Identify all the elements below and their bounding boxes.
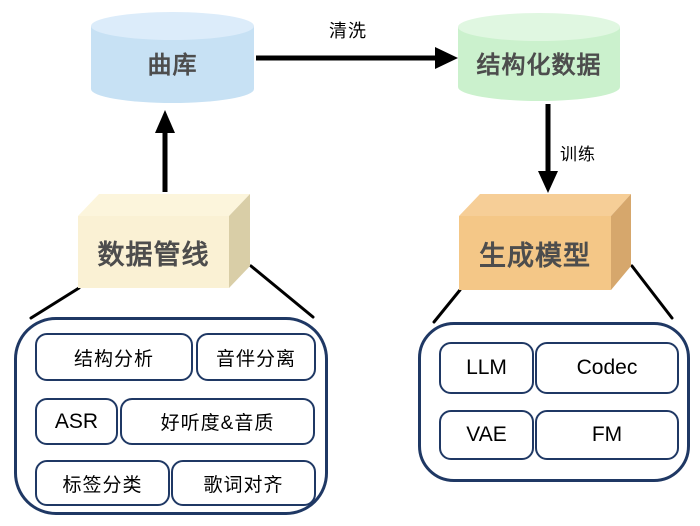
node-song-library-label: 曲库 xyxy=(147,51,198,79)
pipeline-item-structure-analysis: 结构分析 xyxy=(35,333,193,381)
model-components-container: LLM Codec VAE FM xyxy=(418,322,690,482)
box3d-side-face xyxy=(229,194,250,288)
funnel-lines-pipeline xyxy=(29,264,315,320)
funnel-line xyxy=(29,286,81,320)
arrow-head-up xyxy=(155,110,175,133)
arrow-train xyxy=(538,104,558,193)
box3d-top-face xyxy=(78,194,250,216)
cylinder-top xyxy=(458,13,620,41)
box3d-top-face xyxy=(459,194,631,216)
box3d-front-face xyxy=(459,216,611,290)
pipeline-item-lyrics-alignment: 歌词对齐 xyxy=(171,460,316,506)
model-item-fm: FM xyxy=(535,410,679,460)
cylinder-top xyxy=(91,12,254,40)
funnel-line xyxy=(432,288,462,324)
model-item-llm: LLM xyxy=(439,342,534,394)
pipeline-item-asr: ASR xyxy=(35,398,118,445)
funnel-lines-model xyxy=(432,264,674,324)
model-item-vae: VAE xyxy=(439,410,534,460)
arrow-head-down xyxy=(538,171,558,193)
arrow-clean xyxy=(256,47,458,69)
edge-clean-label: 清洗 xyxy=(329,21,367,41)
edge-train-label: 训练 xyxy=(560,145,596,164)
funnel-line xyxy=(630,264,674,320)
node-structured-data-label: 结构化数据 xyxy=(476,51,602,79)
node-generative-model-label: 生成模型 xyxy=(479,240,591,271)
box3d-front-face xyxy=(78,216,229,288)
cylinder-body xyxy=(458,27,620,101)
box3d-generative-model xyxy=(459,194,631,290)
cylinder-song-library xyxy=(91,12,254,103)
cylinder-body xyxy=(91,26,254,103)
model-item-codec: Codec xyxy=(535,342,679,394)
box3d-data-pipeline xyxy=(78,194,250,288)
node-data-pipeline-label: 数据管线 xyxy=(97,239,210,270)
funnel-line xyxy=(249,264,315,319)
pipeline-item-tag-classification: 标签分类 xyxy=(35,460,170,506)
arrow-pipeline-to-library xyxy=(155,110,175,192)
cylinder-structured-data xyxy=(458,13,620,101)
arrow-head-right xyxy=(435,47,458,69)
box3d-side-face xyxy=(611,194,631,290)
pipeline-item-vocal-separation: 音伴分离 xyxy=(196,333,316,381)
pipeline-components-container: 结构分析 音伴分离 ASR 好听度&音质 标签分类 歌词对齐 xyxy=(14,317,328,515)
pipeline-item-quality: 好听度&音质 xyxy=(120,398,315,445)
